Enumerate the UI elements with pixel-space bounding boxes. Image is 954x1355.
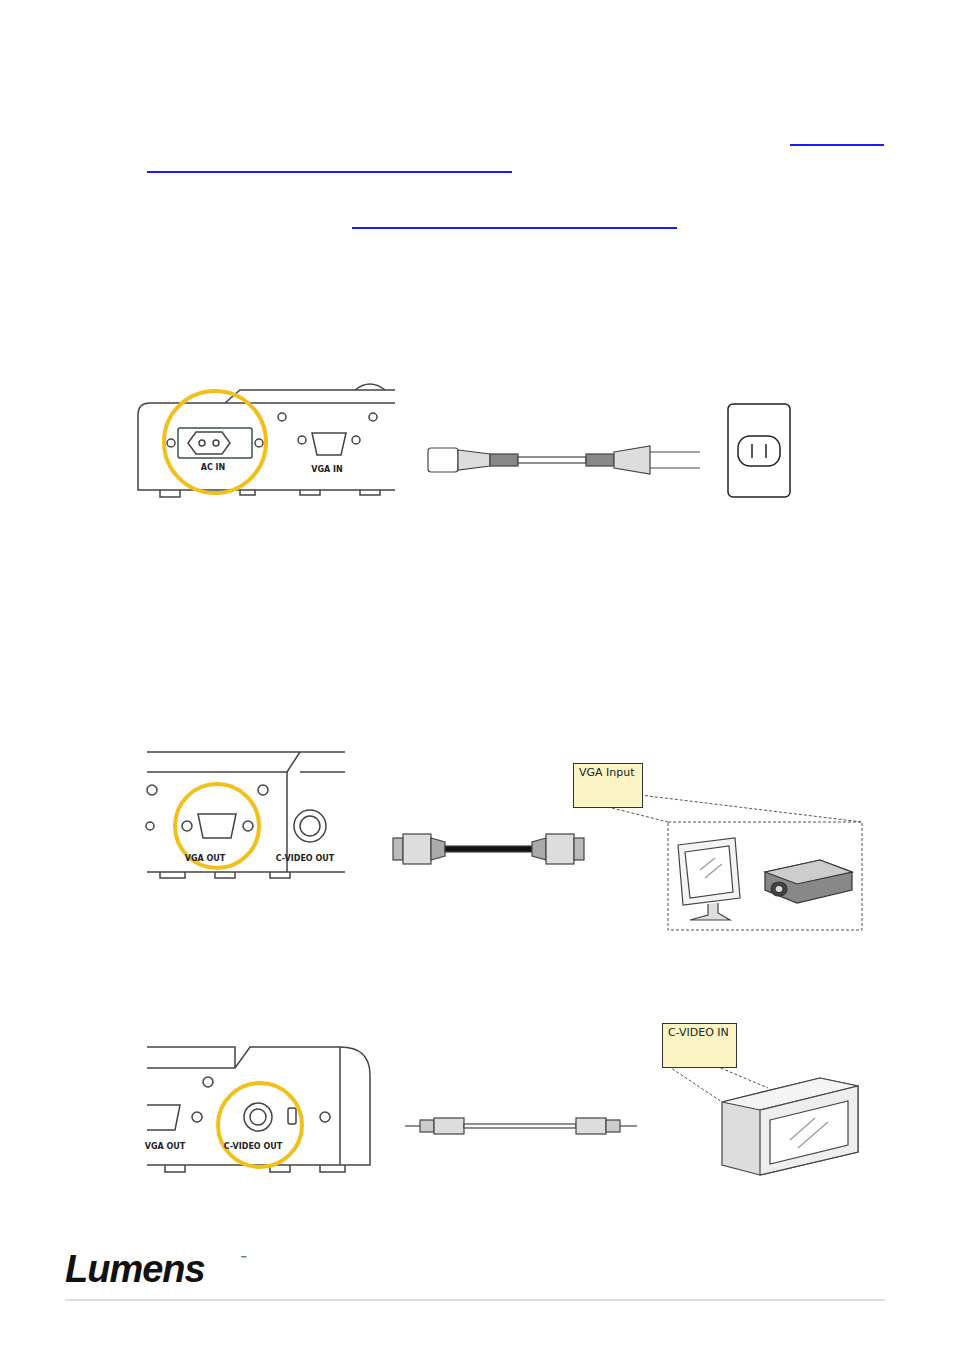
television xyxy=(722,1078,858,1175)
footer-rule xyxy=(65,1300,885,1301)
wall-outlet xyxy=(728,404,790,497)
port-label: VGA OUT xyxy=(185,855,226,863)
callout-leader xyxy=(612,795,862,930)
vga-cable xyxy=(393,834,584,864)
highlight-circle xyxy=(175,784,259,868)
callout-text: VGA Input xyxy=(574,764,642,782)
callout-box: VGA Input xyxy=(573,763,643,808)
highlight-circle xyxy=(218,1083,302,1167)
callout-box: C-VIDEO IN xyxy=(662,1023,737,1068)
rca-cable xyxy=(405,1118,637,1134)
port-label: C-VIDEO OUT xyxy=(276,855,334,863)
port-label: VGA OUT xyxy=(145,1143,186,1151)
brand-logo: Lumens xyxy=(65,1250,205,1288)
trademark: ™ xyxy=(240,1256,248,1264)
callout-text: C-VIDEO IN xyxy=(663,1024,736,1042)
device-rear-3 xyxy=(147,1047,370,1172)
link-underline xyxy=(147,145,884,228)
device-rear-2 xyxy=(146,752,345,878)
port-label: VGA IN xyxy=(311,466,342,474)
projector xyxy=(765,860,852,903)
highlight-circle xyxy=(164,391,266,493)
monitor xyxy=(678,838,740,920)
port-label: AC IN xyxy=(201,464,226,472)
power-cord xyxy=(428,446,700,474)
device-rear-1 xyxy=(138,384,395,497)
port-label: C-VIDEO OUT xyxy=(224,1143,282,1151)
